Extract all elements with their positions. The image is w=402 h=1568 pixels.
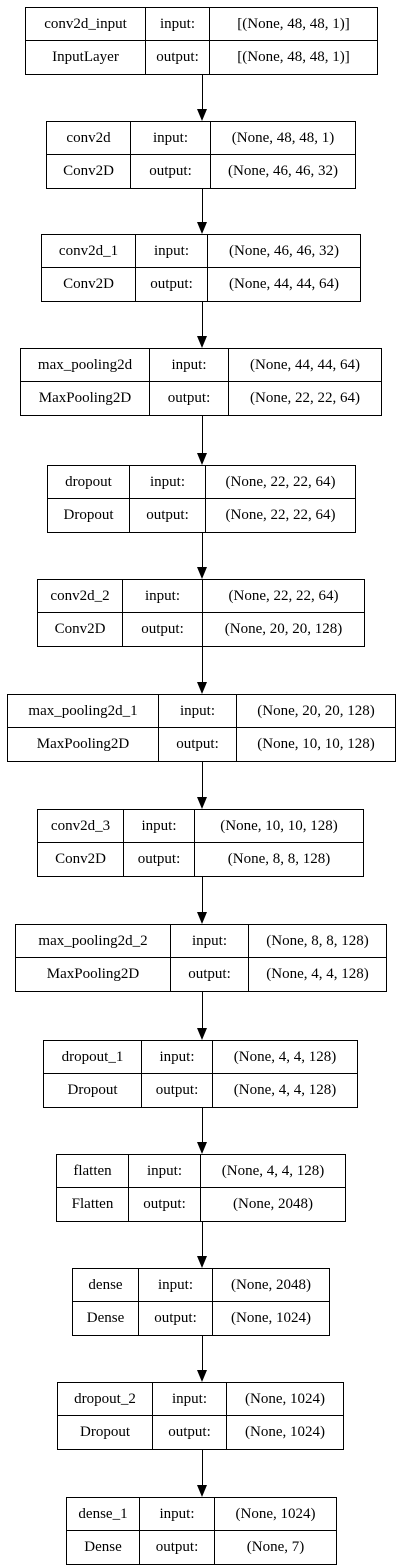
input-label: input: — [139, 1269, 213, 1302]
output-label: output: — [150, 382, 229, 415]
output-label: output: — [124, 843, 195, 876]
layer-name: conv2d_1 — [42, 235, 136, 268]
input-shape: (None, 4, 4, 128) — [213, 1041, 357, 1074]
input-shape: (None, 1024) — [227, 1383, 343, 1416]
input-label: input: — [140, 1498, 215, 1531]
layer-name: max_pooling2d_1 — [8, 695, 159, 728]
output-shape: (None, 44, 44, 64) — [229, 276, 339, 292]
layer-type: Dropout — [44, 1074, 142, 1107]
layer-name: conv2d_input — [26, 8, 146, 41]
input-shape: (None, 48, 48, 1) — [211, 122, 355, 155]
layer-type: Dropout — [48, 499, 130, 532]
layer-type: Flatten — [57, 1188, 129, 1221]
layer-name: conv2d_3 — [38, 810, 124, 843]
input-label: input: — [150, 349, 229, 382]
layer-type: Conv2D — [38, 843, 124, 876]
output-shape: [(None, 48, 48, 1)] — [237, 49, 350, 65]
output-label: output: — [131, 155, 211, 188]
input-label: input: — [171, 925, 249, 958]
output-label: output: — [171, 958, 249, 991]
input-label: input: — [142, 1041, 213, 1074]
input-label: input: — [130, 466, 206, 499]
input-label: input: — [159, 695, 237, 728]
layer-name: dropout_1 — [44, 1041, 142, 1074]
input-shape: (None, 10, 10, 128) — [195, 810, 363, 843]
input-label: input: — [131, 122, 211, 155]
input-label: input: — [153, 1383, 227, 1416]
output-shape: (None, 20, 20, 128) — [224, 621, 343, 637]
input-shape: (None, 1024) — [215, 1498, 336, 1531]
layer-name: max_pooling2d_2 — [16, 925, 171, 958]
output-label: output: — [123, 613, 203, 646]
input-label: input: — [123, 580, 203, 613]
layer-name: conv2d — [47, 122, 131, 155]
output-shape: (None, 10, 10, 128) — [257, 736, 375, 752]
input-label: input: — [129, 1155, 201, 1188]
input-label: input: — [124, 810, 195, 843]
input-shape: (None, 20, 20, 128) — [237, 695, 395, 728]
layer-type: MaxPooling2D — [8, 728, 159, 761]
output-shape: (None, 22, 22, 64) — [250, 390, 360, 406]
input-shape: (None, 2048) — [213, 1269, 329, 1302]
layer-name: dense — [73, 1269, 139, 1302]
layer-type: InputLayer — [26, 41, 146, 74]
output-shape: (None, 8, 8, 128) — [227, 851, 331, 867]
layer-type: Dense — [67, 1531, 140, 1564]
output-label: output: — [139, 1302, 213, 1335]
output-label: output: — [146, 41, 210, 74]
output-shape: (None, 22, 22, 64) — [225, 507, 336, 523]
input-shape: [(None, 48, 48, 1)] — [210, 8, 377, 41]
input-shape: (None, 22, 22, 64) — [203, 580, 364, 613]
layer-name: conv2d_2 — [38, 580, 123, 613]
output-label: output: — [129, 1188, 201, 1221]
output-label: output: — [130, 499, 206, 532]
layer-name: flatten — [57, 1155, 129, 1188]
layer-type: Conv2D — [47, 155, 131, 188]
layer-name: dropout_2 — [58, 1383, 153, 1416]
output-shape: (None, 1024) — [245, 1424, 325, 1440]
input-shape: (None, 44, 44, 64) — [229, 349, 381, 382]
layer-type: MaxPooling2D — [21, 382, 150, 415]
input-shape: (None, 46, 46, 32) — [208, 235, 360, 268]
output-label: output: — [140, 1531, 215, 1564]
output-label: output: — [159, 728, 237, 761]
layer-type: Conv2D — [42, 268, 136, 301]
input-label: input: — [146, 8, 210, 41]
layer-name: max_pooling2d — [21, 349, 150, 382]
output-label: output: — [142, 1074, 213, 1107]
output-shape: (None, 4, 4, 128) — [266, 966, 369, 982]
layer-type: MaxPooling2D — [16, 958, 171, 991]
layer-type: Conv2D — [38, 613, 123, 646]
input-shape: (None, 4, 4, 128) — [201, 1155, 345, 1188]
output-shape: (None, 7) — [246, 1539, 305, 1555]
output-shape: (None, 46, 46, 32) — [228, 163, 338, 179]
layer-type: Dense — [73, 1302, 139, 1335]
output-label: output: — [153, 1416, 227, 1449]
input-label: input: — [136, 235, 208, 268]
output-shape: (None, 4, 4, 128) — [233, 1082, 337, 1098]
input-shape: (None, 8, 8, 128) — [249, 925, 386, 958]
output-label: output: — [136, 268, 208, 301]
input-shape: (None, 22, 22, 64) — [206, 466, 355, 499]
layer-type: Dropout — [58, 1416, 153, 1449]
output-shape: (None, 1024) — [231, 1310, 311, 1326]
layer-name: dense_1 — [67, 1498, 140, 1531]
output-shape: (None, 2048) — [233, 1196, 313, 1212]
layer-name: dropout — [48, 466, 130, 499]
